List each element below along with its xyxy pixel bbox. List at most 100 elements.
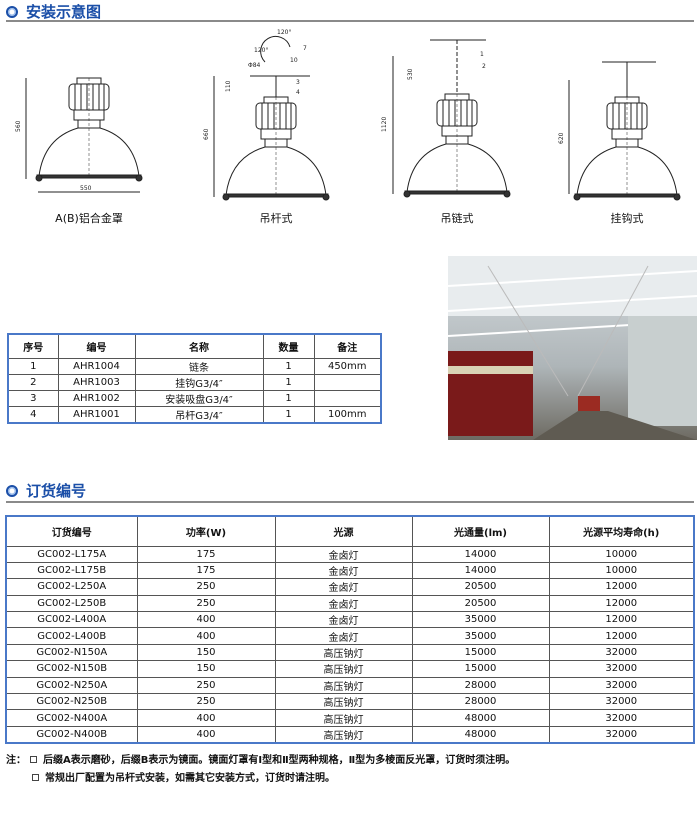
section-heading-order: 订货编号 — [6, 480, 86, 501]
svg-text:3: 3 — [296, 79, 300, 86]
table-cell: 20500 — [411, 578, 550, 596]
table-cell: 12000 — [548, 611, 695, 629]
table-cell: 400 — [136, 627, 276, 645]
circle-bullet-icon — [6, 484, 18, 497]
table-cell: 15000 — [411, 643, 550, 662]
table-cell: GC002-N150B — [5, 660, 138, 678]
table-cell: GC002-N150A — [5, 643, 138, 662]
circle-bullet-icon — [6, 5, 18, 18]
factory-installation-photo — [448, 256, 697, 440]
svg-text:660: 660 — [203, 128, 210, 140]
caption-rod: 吊杆式 — [259, 212, 293, 225]
table-cell: 32000 — [548, 709, 695, 727]
table-cell: 175 — [136, 561, 276, 580]
table-cell: 12000 — [548, 578, 695, 596]
svg-text:620: 620 — [558, 132, 565, 144]
table-cell: 12000 — [548, 627, 695, 645]
table-cell: 2 — [7, 373, 59, 391]
table-cell: 1 — [262, 389, 315, 407]
table-cell: GC002-L250A — [5, 578, 138, 596]
table-cell: 28000 — [411, 693, 550, 711]
table-cell: GC002-N250A — [5, 676, 138, 695]
table-cell: 48000 — [411, 709, 550, 727]
table-cell: 32000 — [548, 693, 695, 711]
table-cell: AHR1001 — [57, 405, 136, 423]
table-cell — [313, 373, 382, 391]
table-cell: 高压钠灯 — [274, 725, 413, 744]
svg-text:2: 2 — [482, 63, 486, 70]
table-cell: 150 — [136, 643, 276, 662]
lamp-drawing-hook — [573, 96, 681, 201]
divider — [6, 20, 694, 22]
table-cell: 400 — [136, 725, 276, 744]
table-cell: 15000 — [411, 660, 550, 678]
table-cell: 吊杆G3/4″ — [134, 405, 264, 423]
svg-text:Φ84: Φ84 — [248, 62, 261, 69]
table-cell: 1 — [262, 405, 315, 423]
table-cell: GC002-N400A — [5, 709, 138, 727]
table-cell: 4 — [7, 405, 59, 423]
caption-hook: 挂钩式 — [610, 212, 644, 225]
svg-text:550: 550 — [80, 185, 92, 192]
table-cell: 高压钠灯 — [274, 643, 413, 662]
table-cell: 450mm — [313, 357, 382, 375]
table-cell: 20500 — [411, 594, 550, 613]
lamp-drawing-chain — [403, 93, 511, 198]
table-cell: 10000 — [548, 561, 695, 580]
svg-text:4: 4 — [296, 89, 300, 96]
table-cell: 250 — [136, 693, 276, 711]
table-cell: 12000 — [548, 594, 695, 613]
lamp-drawing-rod — [222, 96, 330, 201]
divider — [6, 501, 694, 503]
table-cell: 100mm — [313, 405, 382, 423]
order-table: 订货编号 功率(W) 光源 光通量(lm) 光源平均寿命(h) GC002-L1… — [5, 515, 695, 744]
table-cell: 32000 — [548, 725, 695, 744]
caption-shade: A(B)铝合金罩 — [55, 212, 123, 225]
table-cell: GC002-L400A — [5, 611, 138, 629]
lamp-drawing-shade — [35, 77, 143, 182]
table-cell: 1 — [262, 357, 315, 375]
table-cell: 48000 — [411, 725, 550, 744]
table-cell: 挂钩G3/4″ — [134, 373, 264, 391]
table-cell: 金卤灯 — [274, 611, 413, 629]
svg-text:530: 530 — [407, 68, 414, 80]
table-cell: 金卤灯 — [274, 627, 413, 645]
table-cell: AHR1004 — [57, 357, 136, 375]
table-cell: 金卤灯 — [274, 561, 413, 580]
table-cell: 400 — [136, 611, 276, 629]
table-cell: AHR1002 — [57, 389, 136, 407]
photo-illustration — [448, 256, 697, 440]
table-cell: 150 — [136, 660, 276, 678]
table-cell: 1 — [7, 357, 59, 375]
caption-chain: 吊链式 — [440, 212, 474, 225]
table-cell: GC002-L175A — [5, 545, 138, 563]
table-cell: 28000 — [411, 676, 550, 695]
table-cell: 250 — [136, 594, 276, 613]
table-cell: 32000 — [548, 643, 695, 662]
table-cell: 3 — [7, 389, 59, 407]
table-cell: 金卤灯 — [274, 578, 413, 596]
table-cell: 35000 — [411, 627, 550, 645]
table-cell: 175 — [136, 545, 276, 563]
table-cell: 链条 — [134, 357, 264, 375]
table-cell: 250 — [136, 578, 276, 596]
table-cell: GC002-L250B — [5, 594, 138, 613]
table-cell: GC002-N250B — [5, 693, 138, 711]
table-cell: 高压钠灯 — [274, 709, 413, 727]
table-cell: GC002-N400B — [5, 725, 138, 744]
